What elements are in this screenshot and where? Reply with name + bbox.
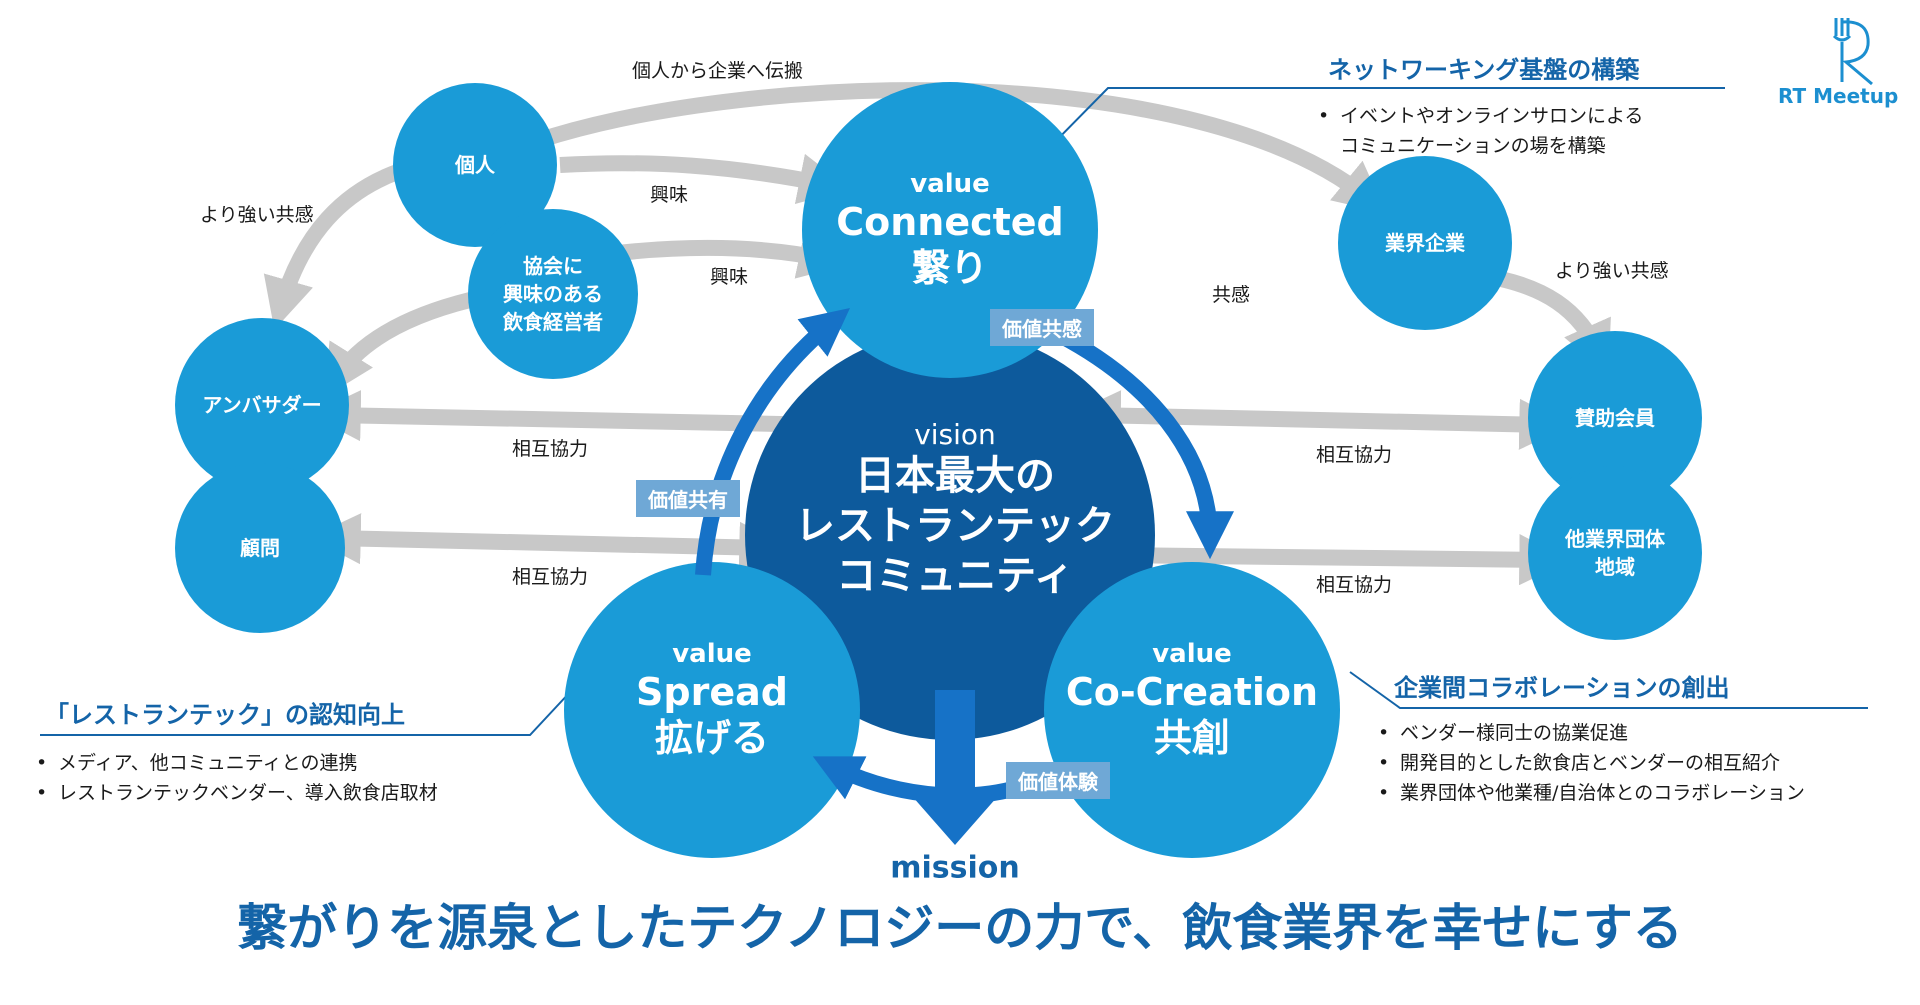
logo-fork-icon: [1832, 18, 1873, 86]
value-connected-tag: value: [910, 169, 990, 199]
bullet-icon: •: [1378, 782, 1390, 804]
edge-stronger-right: より強い共感: [1555, 260, 1669, 282]
bullet-icon: •: [36, 782, 48, 804]
edge-kyokan: 共感: [1212, 284, 1251, 306]
vision-line2: レストランテック: [795, 503, 1115, 549]
arrow-kyokai-to-ambassador: [324, 292, 472, 398]
section-collab-bullet-1: • 開発目的とした飲食店とベンダーの相互紹介: [1378, 748, 1780, 778]
value-spread-tag: value: [672, 639, 752, 669]
node-kyokai-label: 協会に 興味のある 飲食経営者: [503, 252, 603, 336]
section-collab-bullet-2: • 業界団体や他業種/自治体とのコラボレーション: [1378, 778, 1805, 808]
node-kyokai-line1: 協会に: [523, 254, 583, 278]
tag-kachi-kyoyu: 価値共有: [636, 480, 740, 517]
bullet-text: メディア、他コミュニティとの連携: [58, 752, 358, 774]
node-spread: [564, 562, 860, 858]
value-spread-en: Spread: [636, 670, 788, 714]
value-cocreation-label: value Co-Creation 共創: [1066, 639, 1318, 761]
node-tagyokai-line2: 地域: [1595, 555, 1635, 579]
bullet-icon: •: [1378, 752, 1390, 774]
tag-kachi-taiken: 価値体験: [1006, 762, 1110, 799]
mission-label: mission: [890, 850, 1020, 886]
bullet-text: レストランテックベンダー、導入飲食店取材: [58, 782, 438, 804]
node-kojin-label: 個人: [455, 153, 495, 177]
node-komon: [175, 463, 345, 633]
value-cocreation-tag: value: [1152, 639, 1232, 669]
node-tagyokai: [1528, 466, 1702, 640]
arrow-kojin-to-ambassador: [263, 157, 422, 330]
section-collab-bullet-0: • ベンダー様同士の協業促進: [1378, 718, 1628, 748]
node-tagyokai-line1: 他業界団体: [1565, 527, 1665, 551]
node-sanjo: [1528, 331, 1702, 505]
node-sanjo-label: 賛助会員: [1575, 406, 1655, 430]
bullet-icon: •: [1318, 105, 1330, 127]
bullet-text: 業界団体や他業種/自治体とのコラボレーション: [1400, 782, 1805, 804]
edge-mutual-3: 相互協力: [1316, 444, 1393, 466]
value-cocreation-en: Co-Creation: [1065, 670, 1319, 714]
callout-lines: [40, 87, 1868, 736]
edge-stronger-left: より強い共感: [200, 204, 314, 226]
arrow-kyokai-to-connected: [599, 228, 851, 279]
edge-mutual-2: 相互協力: [512, 566, 589, 588]
callout-awareness-line: [40, 689, 573, 736]
value-nodes: [564, 82, 1340, 858]
callout-collab-line: [1349, 671, 1868, 709]
section-awareness-bullet-0: • メディア、他コミュニティとの連携: [36, 748, 357, 778]
edge-kojin-to-kigyo: 個人から企業へ伝搬: [632, 60, 804, 82]
edge-mutual-4: 相互協力: [1316, 574, 1393, 596]
bullet-text: イベントやオンラインサロンによる: [1340, 105, 1644, 127]
node-cocreation: [1044, 562, 1340, 858]
node-vision: [745, 330, 1155, 740]
bullet-icon: •: [36, 752, 48, 774]
node-connected: [802, 82, 1098, 378]
value-connected-jp: 繋り: [911, 246, 989, 290]
vision-tag: vision: [914, 418, 996, 451]
section-network-heading: ネットワーキング基盤の構築: [1328, 56, 1640, 84]
node-ambassador: [175, 318, 349, 492]
node-ambassador-label: アンバサダー: [202, 393, 322, 417]
value-cocreation-jp: 共創: [1153, 716, 1231, 760]
node-tagyokai-label: 他業界団体 地域: [1565, 525, 1665, 581]
outer-nodes: [175, 83, 1702, 640]
node-kyokai-line2: 興味のある: [503, 282, 603, 306]
edge-mutual-1: 相互協力: [512, 438, 589, 460]
vision-label: vision 日本最大の レストランテック コミュニティ: [795, 419, 1115, 601]
section-collab-heading: 企業間コラボレーションの創出: [1394, 674, 1730, 702]
node-gyokai: [1338, 156, 1512, 330]
arrow-connected-to-cocreation: [1046, 322, 1234, 560]
arrow-kojin-to-connected: [559, 153, 851, 205]
logo-text: RT Meetup: [1778, 84, 1899, 108]
node-gyokai-label: 業界企業: [1385, 231, 1465, 255]
arrow-spread-to-connected: [695, 307, 850, 576]
section-network-bullet-0: • イベントやオンラインサロンによる: [1318, 101, 1643, 131]
bullet-icon: •: [1378, 722, 1390, 744]
node-kyokai-line3: 飲食経営者: [503, 310, 603, 334]
value-spread-label: value Spread 拡げる: [636, 639, 788, 761]
node-komon-label: 顧問: [240, 536, 280, 560]
node-kojin: [393, 83, 557, 247]
value-connected-label: value Connected 繋り: [836, 169, 1064, 291]
section-awareness-heading: 「レストランテック」の認知向上: [45, 701, 405, 729]
vision-line1: 日本最大の: [855, 453, 1055, 499]
arrow-mutual-komon: [309, 513, 791, 573]
value-connected-en: Connected: [836, 200, 1064, 244]
bullet-text: 開発目的とした飲食店とベンダーの相互紹介: [1400, 752, 1781, 774]
section-network-bullet-1: コミュニケーションの場を構築: [1340, 135, 1606, 157]
mission-text: 繋がりを源泉としたテクノロジーの力で、飲食業界を幸せにする: [237, 899, 1683, 957]
edge-kyomi-1: 興味: [650, 184, 689, 206]
mission-arrow: [905, 690, 1005, 845]
callout-network-line: [1044, 87, 1725, 153]
arrow-mutual-tagyokai: [1089, 529, 1571, 586]
node-kyokai: [468, 209, 638, 379]
value-spread-jp: 拡げる: [654, 716, 769, 760]
section-awareness-bullet-1: • レストランテックベンダー、導入飲食店取材: [36, 778, 438, 808]
bullet-text: ベンダー様同士の協業促進: [1400, 722, 1629, 744]
edge-kyomi-2: 興味: [710, 266, 749, 288]
tag-kachi-kyokan: 価値共感: [990, 309, 1094, 346]
vision-line3: コミュニティ: [836, 553, 1074, 599]
